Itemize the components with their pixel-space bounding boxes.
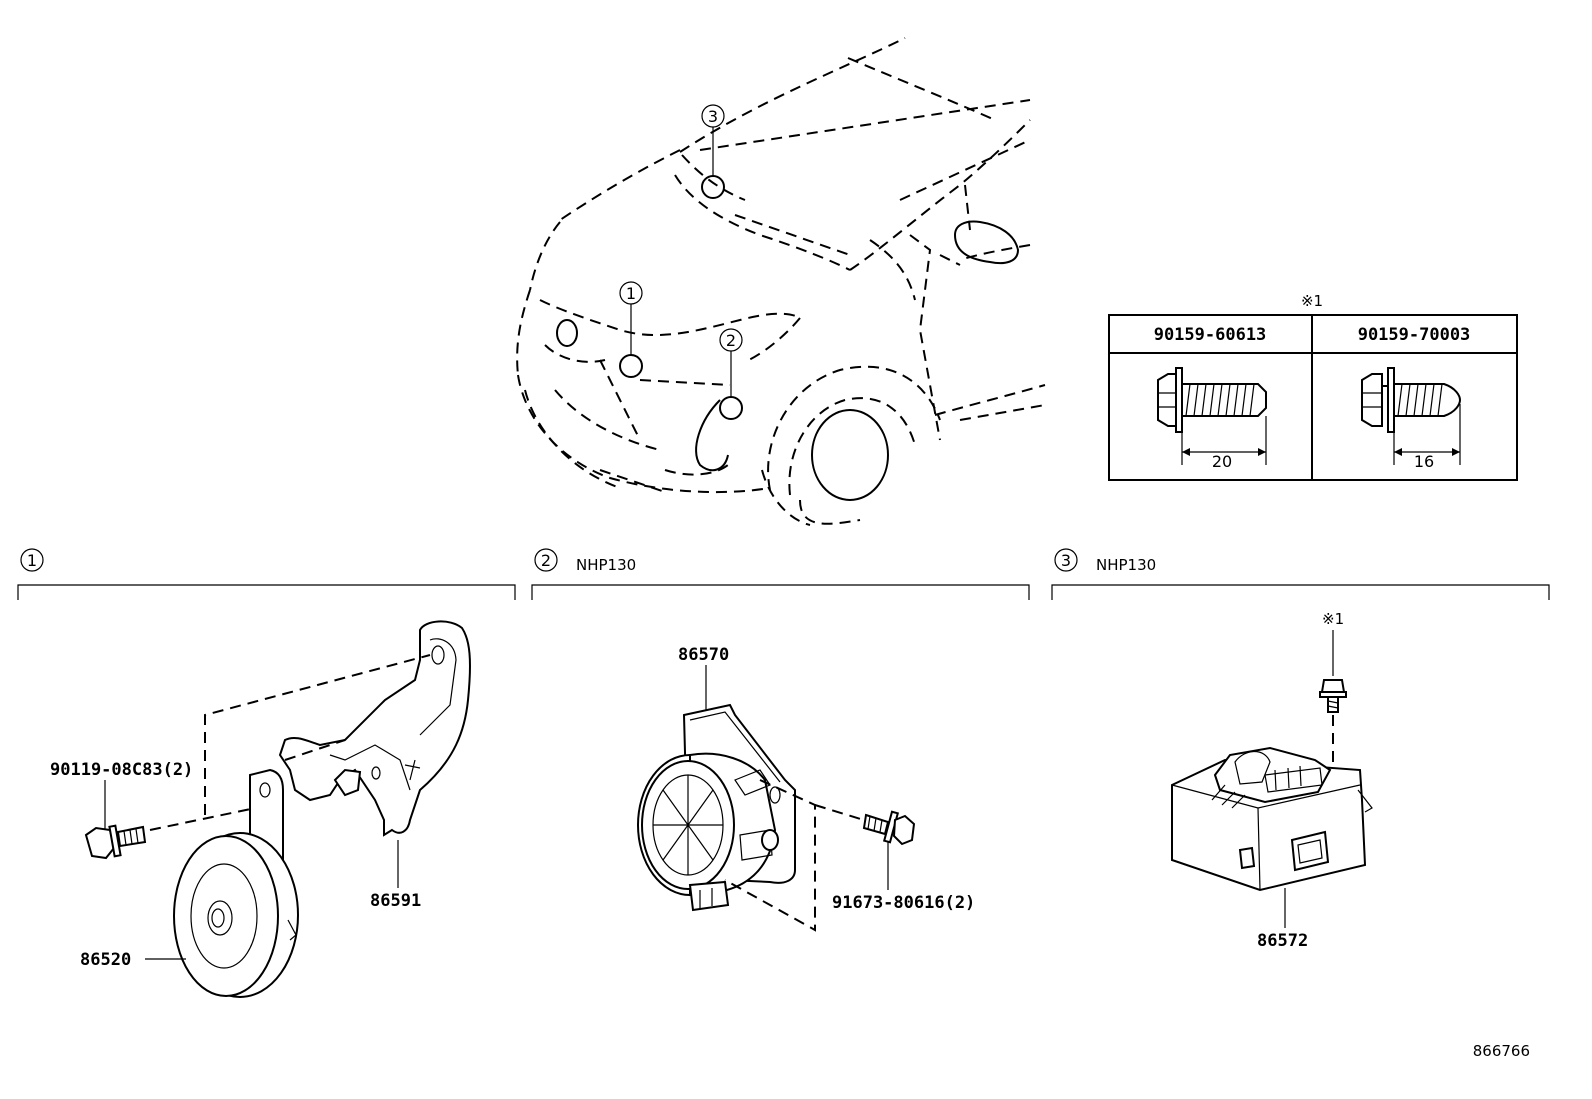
table-part-no-1: 90159-60613 [1154, 325, 1267, 345]
part-note-mark: ※1 [1322, 610, 1344, 628]
location-marker-2: 2 [719, 328, 743, 420]
bolt-icon [1319, 679, 1347, 713]
bolt-spec-table: ※1 90159-60613 90159-70003 20 [1108, 292, 1518, 481]
section-3-variant: NHP130 [1096, 556, 1156, 574]
part-label-86591: 86591 [370, 891, 421, 911]
bolt-icon [862, 810, 916, 846]
section-3-module-assembly: ※1 86572 [1171, 610, 1373, 951]
horn-bracket-illustration [278, 620, 471, 837]
table-part-no-2: 90159-70003 [1358, 325, 1471, 345]
part-label-90119: 90119-08C83(2) [50, 760, 193, 780]
section-2-speaker-assembly: 86570 91673-80616(2) [637, 645, 975, 932]
part-label-86570: 86570 [678, 645, 729, 665]
section-1-index: 1 [27, 551, 37, 570]
callout-3-label: 3 [708, 107, 718, 126]
location-marker-1: 1 [619, 281, 643, 378]
callout-1-label: 1 [626, 284, 636, 303]
section-3-index: 3 [1061, 551, 1071, 570]
table-length-1: 20 [1212, 452, 1232, 471]
section-1-header: 1 [17, 548, 516, 600]
horn-illustration [173, 832, 299, 998]
section-2-variant: NHP130 [576, 556, 636, 574]
module-illustration [1171, 746, 1373, 892]
table-note-mark: ※1 [1301, 292, 1323, 310]
speaker-illustration [637, 752, 779, 912]
part-label-86572: 86572 [1257, 931, 1308, 951]
bolt-icon [1157, 367, 1267, 465]
car-overview-illustration [516, 37, 1046, 526]
bolt-icon [1361, 367, 1462, 465]
part-label-86520: 86520 [80, 950, 131, 970]
bolt-icon [84, 824, 147, 860]
section-2-header: 2 NHP130 [531, 548, 1030, 600]
location-marker-3: 3 [701, 104, 725, 199]
section-3-header: 3 NHP130 [1051, 548, 1550, 600]
section-1-horn-assembly: 90119-08C83(2) 86591 86520 [50, 620, 471, 998]
callout-2-label: 2 [726, 331, 736, 350]
section-2-index: 2 [541, 551, 551, 570]
table-length-2: 16 [1414, 452, 1434, 471]
figure-id: 866766 [1473, 1042, 1530, 1060]
part-label-91673: 91673-80616(2) [832, 893, 975, 913]
